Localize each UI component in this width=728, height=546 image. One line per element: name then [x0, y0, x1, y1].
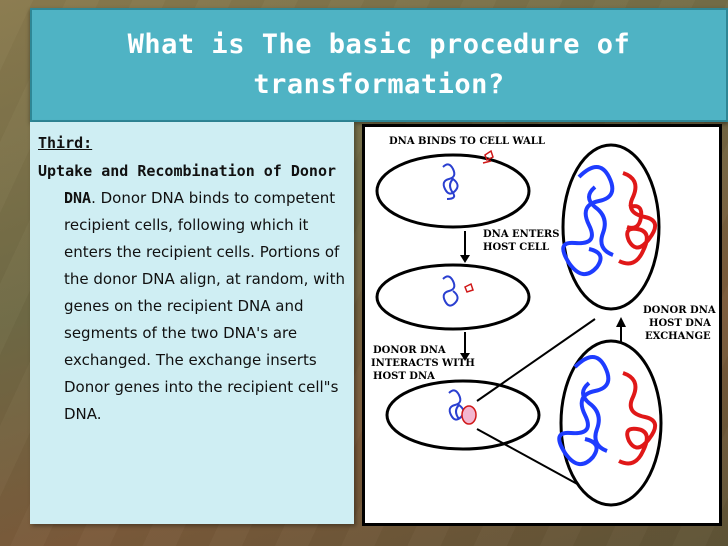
label-enters-1: DNA ENTERS [483, 229, 559, 240]
diagram-svg: DNA BINDS TO CELL WALL DNA ENTERS HOST C… [371, 136, 716, 507]
label-interacts-1: DONOR DNA [373, 345, 446, 356]
paragraph-lead: Uptake and Recombination of Donor DNA [38, 162, 337, 207]
step-paragraph: Uptake and Recombination of Donor DNA. D… [38, 158, 346, 428]
arrowhead-up [616, 317, 626, 327]
label-exchange-1: DONOR DNA [643, 305, 716, 316]
zoom-line-top [476, 318, 596, 402]
cell-2 [375, 263, 531, 331]
text-panel: Third: Uptake and Recombination of Donor… [30, 122, 354, 524]
step-heading: Third: [38, 134, 93, 152]
host-dna-top [561, 165, 615, 276]
label-exchange-3: EXCHANGE [645, 331, 711, 342]
donor-dna-bottom [618, 371, 657, 466]
transformation-diagram: DNA BINDS TO CELL WALL DNA ENTERS HOST C… [362, 124, 722, 526]
label-exchange-2: HOST DNA [649, 318, 711, 329]
label-binds: DNA BINDS TO CELL WALL [389, 136, 545, 147]
host-dna-3 [448, 389, 465, 421]
donor-dna-top [618, 171, 657, 266]
donor-dna-2 [464, 282, 474, 293]
label-interacts-2: INTERACTS WITH [371, 358, 475, 369]
host-dna-bottom [557, 355, 611, 466]
title-bar: What is The basic procedure of transform… [30, 8, 728, 122]
cell-1 [375, 153, 531, 229]
host-dna-1 [442, 163, 459, 200]
host-dna-2 [442, 275, 459, 307]
label-interacts-3: HOST DNA [373, 371, 435, 382]
slide-title: What is The basic procedure of transform… [127, 29, 631, 100]
zoom-circle-top [561, 143, 661, 311]
arrowhead-1 [460, 255, 470, 263]
arrowhead-2 [460, 353, 470, 361]
donor-dna-3 [461, 405, 477, 425]
paragraph-body: . Donor DNA binds to competent recipient… [64, 189, 345, 423]
donor-dna-1 [482, 149, 494, 164]
label-enters-2: HOST CELL [483, 242, 549, 253]
